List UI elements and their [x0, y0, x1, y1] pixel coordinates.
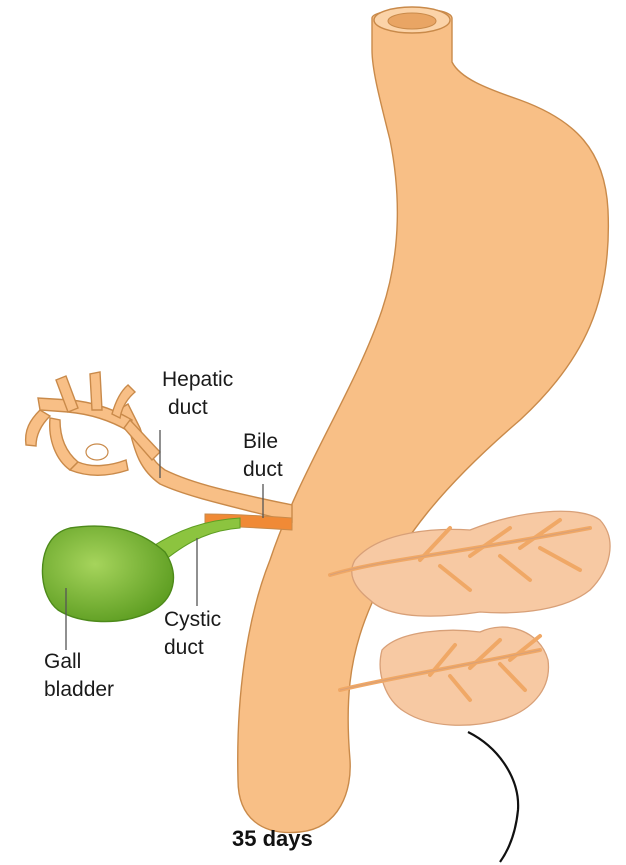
gall-bladder-label: Gall bladder — [44, 650, 114, 701]
bracket-curve — [468, 732, 518, 862]
caption: 35 days — [232, 826, 313, 851]
cystic-duct-label: Cystic duct — [164, 608, 227, 659]
gall-bladder-shape — [42, 526, 173, 621]
bile-duct-label: Bile duct — [243, 430, 284, 481]
hepatic-duct-label: Hepatic duct — [162, 368, 239, 419]
